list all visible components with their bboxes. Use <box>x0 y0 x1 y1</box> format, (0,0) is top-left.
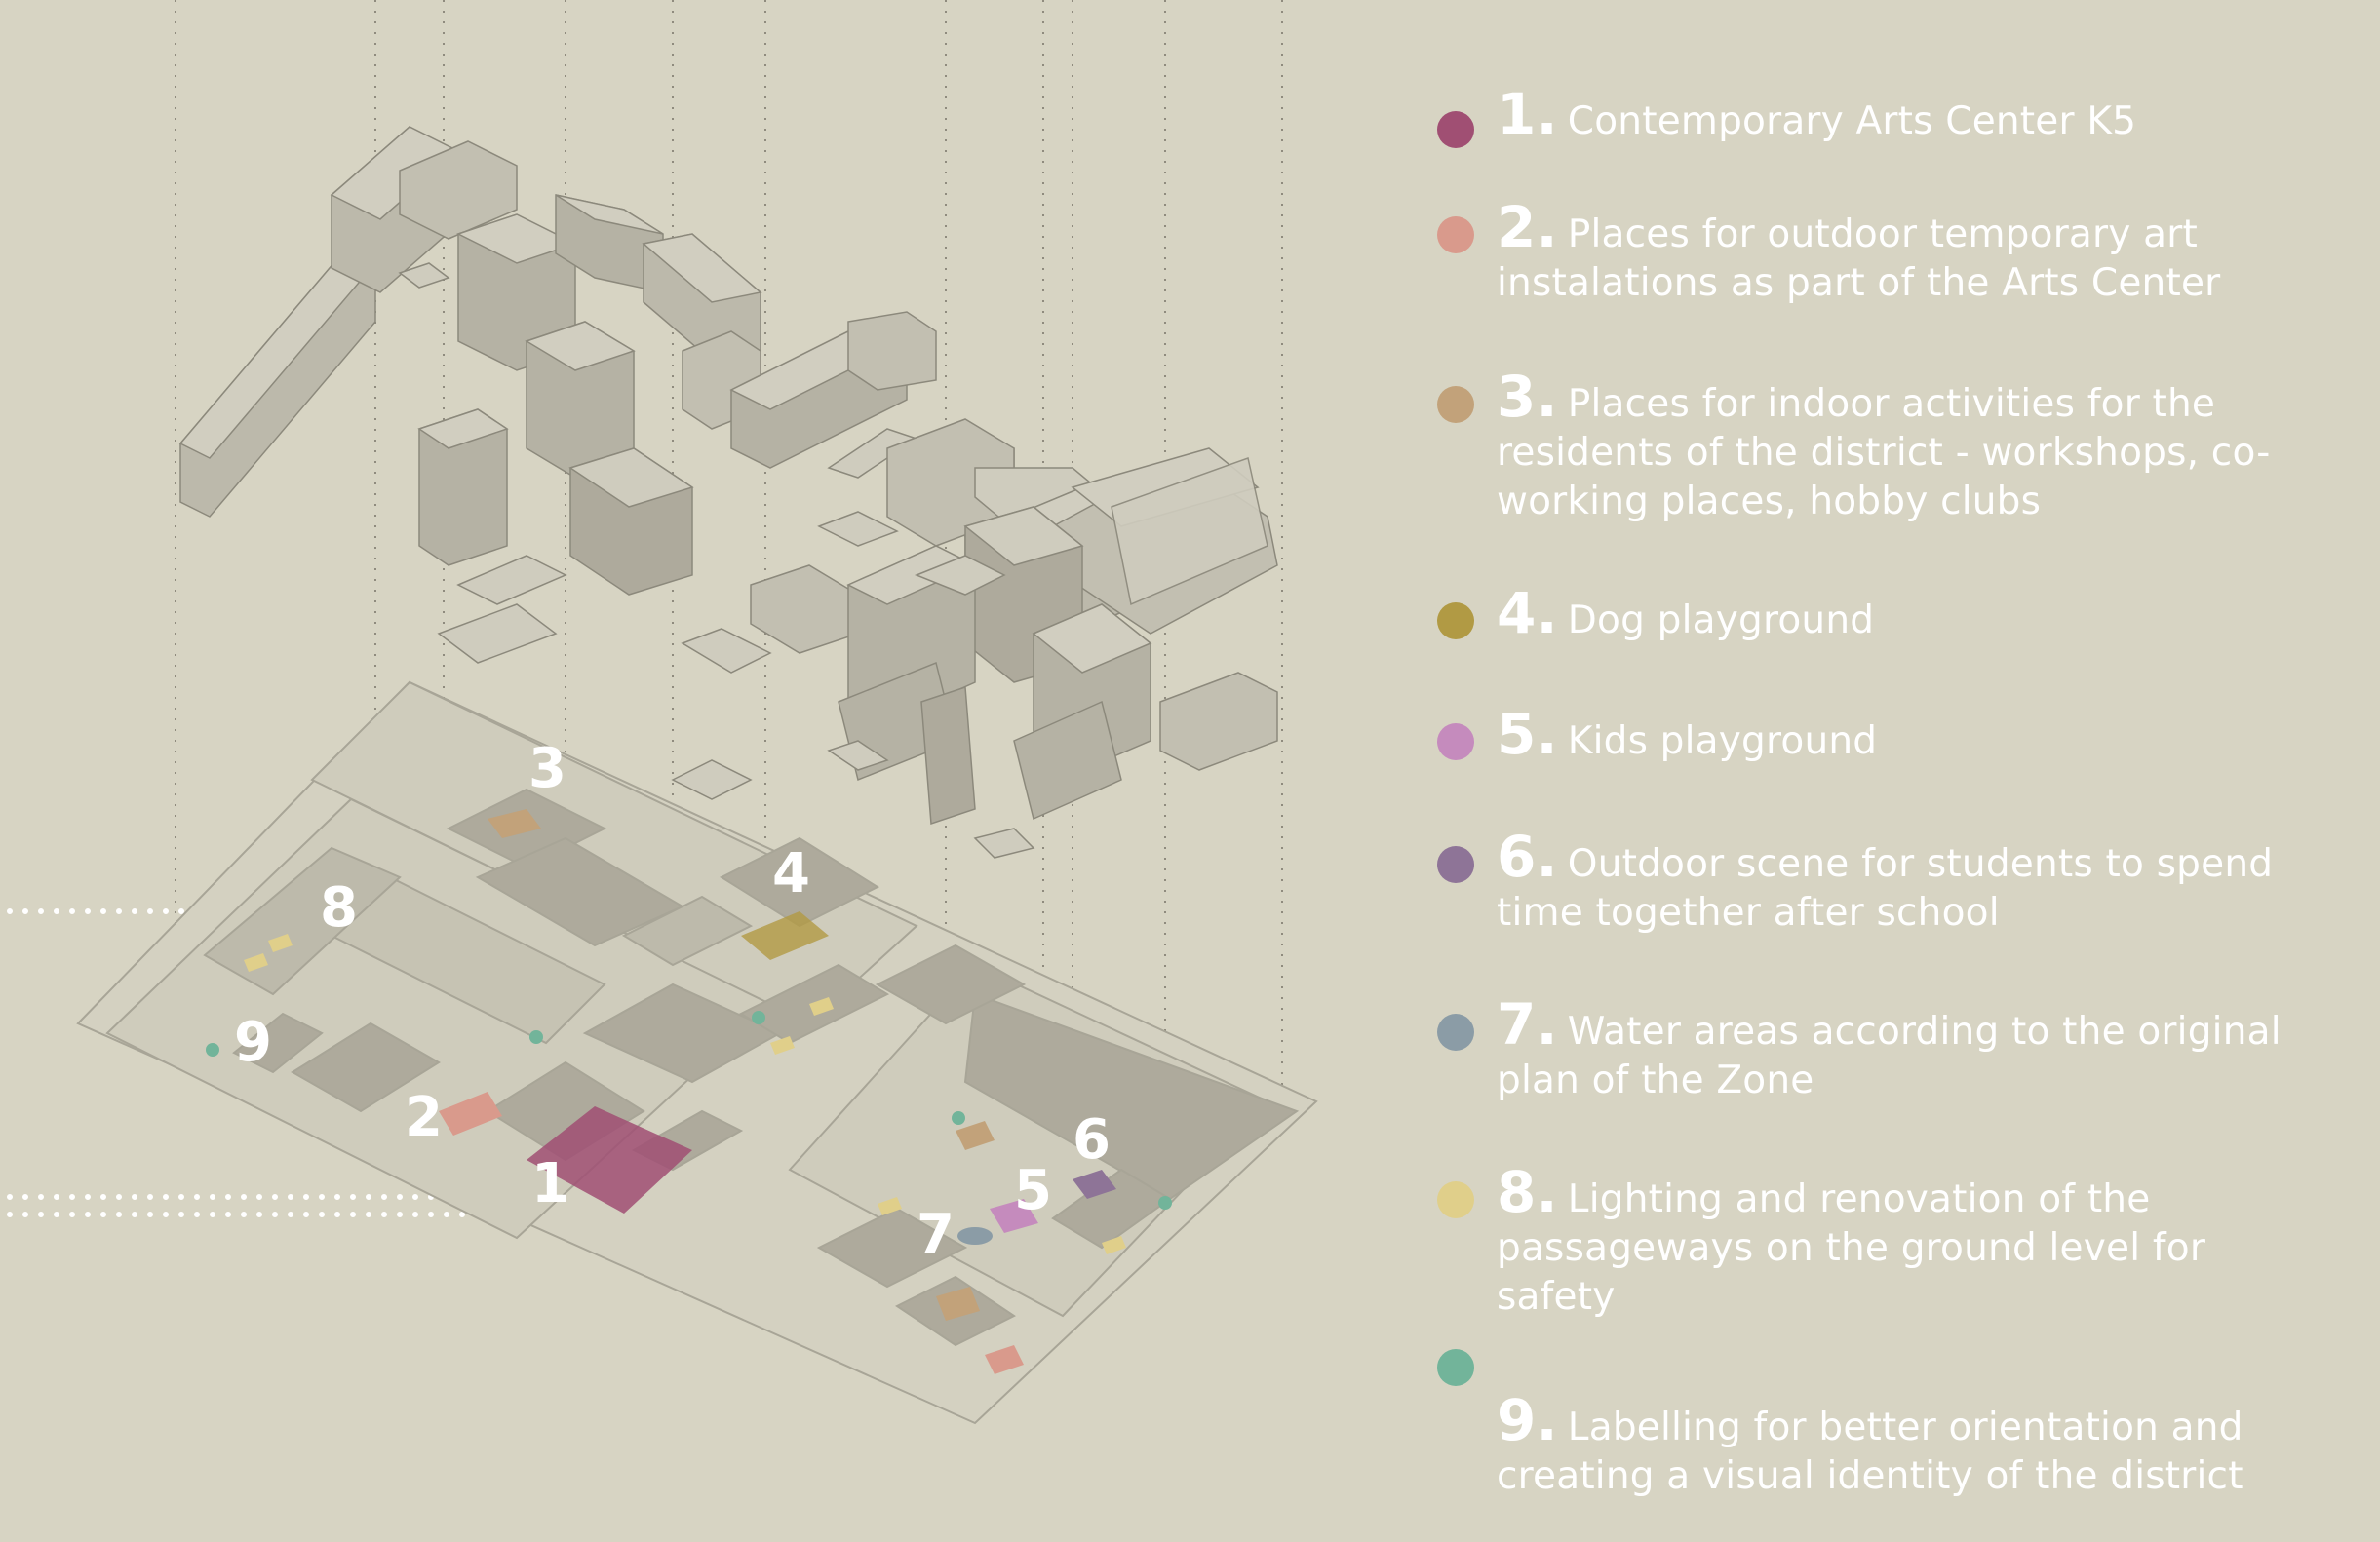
legend-text: Contemporary Arts Center K5 <box>1567 99 2137 143</box>
upper-buildings <box>178 126 1278 859</box>
legend-dot-8 <box>1437 1181 1474 1218</box>
legend-text: Places for indoor activities for the res… <box>1497 382 2271 523</box>
map-label-6: 6 <box>1073 1108 1111 1172</box>
map-label-5: 5 <box>1014 1159 1052 1222</box>
legend-number: 3. <box>1497 364 1558 430</box>
legend-dot-2 <box>1437 216 1474 253</box>
map-labels: 1 2 3 4 5 6 7 8 9 <box>234 737 1111 1266</box>
legend-dot-5 <box>1437 723 1474 760</box>
legend-text: Dog playground <box>1567 598 1875 642</box>
legend-number: 8. <box>1497 1159 1558 1225</box>
legend-text: Labelling for better orientation and cre… <box>1497 1406 2243 1498</box>
legend-text: Places for outdoor temporary art instala… <box>1497 212 2221 305</box>
map-label-1: 1 <box>531 1152 569 1215</box>
legend-number: 1. <box>1497 81 1558 147</box>
legend-number: 7. <box>1497 991 1558 1058</box>
legend-dot-7 <box>1437 1014 1474 1051</box>
legend-number: 4. <box>1497 580 1558 646</box>
legend-dot-3 <box>1437 386 1474 423</box>
legend-dot-9 <box>1437 1349 1474 1386</box>
map-label-2: 2 <box>405 1086 443 1149</box>
map-label-3: 3 <box>528 737 566 800</box>
map-label-4: 4 <box>772 842 810 906</box>
legend-text: Outdoor scene for students to spend time… <box>1497 842 2274 935</box>
legend-dot-6 <box>1437 846 1474 883</box>
legend-text: Kids playground <box>1567 719 1878 763</box>
legend-number: 9. <box>1497 1387 1558 1453</box>
legend-text: Lighting and renovation of the passagewa… <box>1497 1177 2206 1319</box>
legend-text: Water areas according to the original pl… <box>1497 1010 2282 1102</box>
map-label-8: 8 <box>320 876 358 940</box>
highlight-zones <box>206 809 1172 1374</box>
legend-number: 5. <box>1497 701 1558 767</box>
legend-number: 6. <box>1497 824 1558 890</box>
legend-dot-4 <box>1437 602 1474 639</box>
legend-dot-1 <box>1437 111 1474 148</box>
map-label-9: 9 <box>234 1011 272 1074</box>
legend-number: 2. <box>1497 194 1558 260</box>
map-label-7: 7 <box>917 1203 955 1266</box>
